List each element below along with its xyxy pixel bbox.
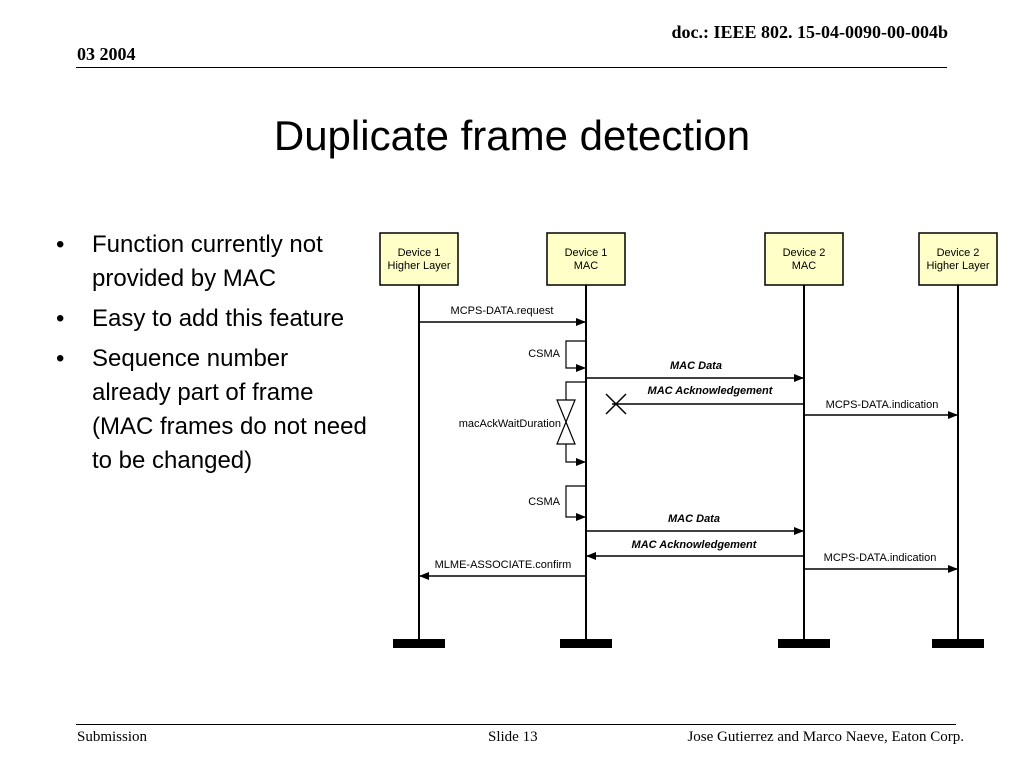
csma-loop-1: CSMA: [528, 340, 586, 372]
message-label: MAC Data: [668, 513, 720, 525]
bullet-marker: •: [56, 305, 65, 332]
message-label: CSMA: [528, 348, 560, 360]
entity-label-line1: Device 1: [565, 247, 608, 259]
lifeline-end-bar: [560, 639, 612, 648]
entity-device1-mac: Device 1 MAC: [546, 232, 626, 286]
message-mac-ack-1-lost: MAC Acknowledgement: [605, 385, 804, 415]
bullet-marker: •: [56, 345, 65, 372]
lifeline-end-bar: [778, 639, 830, 648]
footer-slide-number: Slide 13: [488, 729, 538, 745]
entity-device2-higher-layer: Device 2 Higher Layer: [918, 232, 998, 286]
bullet-item: • Function currently not provided by MAC: [52, 228, 372, 296]
message-mcps-data-indication-2: MCPS-DATA.indication: [804, 552, 958, 573]
entity-label-line2: Higher Layer: [388, 260, 451, 272]
bullet-text: Sequence number already part of frame (M…: [92, 345, 367, 474]
lost-message-x-icon: [605, 393, 627, 415]
footer-divider: [76, 724, 956, 725]
csma-loop-2: CSMA: [528, 485, 586, 521]
message-label: MAC Acknowledgement: [648, 385, 774, 397]
message-label: MAC Data: [670, 360, 722, 372]
message-mcps-data-request: MCPS-DATA.request: [419, 305, 586, 326]
entity-device1-higher-layer: Device 1 Higher Layer: [379, 232, 459, 286]
bullet-item: • Easy to add this feature: [52, 302, 372, 336]
message-label: MLME-ASSOCIATE.confirm: [435, 559, 572, 571]
message-label: MCPS-DATA.request: [451, 305, 554, 317]
entity-label-line1: Device 2: [937, 247, 980, 259]
bullet-list: • Function currently not provided by MAC…: [52, 228, 372, 484]
footer-authors: Jose Gutierrez and Marco Naeve, Eaton Co…: [687, 729, 964, 745]
entity-label-line2: MAC: [574, 260, 599, 272]
header-divider: [76, 67, 947, 68]
entity-label-line2: Higher Layer: [927, 260, 990, 272]
entity-label-line2: MAC: [792, 260, 817, 272]
footer-submission: Submission: [77, 729, 148, 745]
bullet-marker: •: [56, 231, 65, 258]
message-mac-ack-2: MAC Acknowledgement: [586, 539, 804, 560]
message-label: macAckWaitDuration: [459, 418, 561, 430]
document-date: 03 2004: [77, 44, 136, 64]
message-mac-data-2: MAC Data: [586, 513, 804, 535]
message-label: CSMA: [528, 496, 560, 508]
lifeline-end-bar: [393, 639, 445, 648]
entity-label-line1: Device 2: [783, 247, 826, 259]
message-mlme-associate-confirm: MLME-ASSOCIATE.confirm: [419, 559, 586, 580]
message-label: MAC Acknowledgement: [632, 539, 758, 551]
slide-title: Duplicate frame detection: [273, 112, 751, 159]
bullet-text: Easy to add this feature: [92, 305, 345, 332]
entity-device2-mac: Device 2 MAC: [764, 232, 844, 286]
bullet-text: Function currently not provided by MAC: [92, 231, 323, 292]
message-mcps-data-indication-1: MCPS-DATA.indication: [804, 399, 958, 419]
bullet-item: • Sequence number already part of frame …: [52, 342, 372, 478]
message-label: MCPS-DATA.indication: [824, 552, 937, 564]
ack-wait-timer: macAckWaitDuration: [459, 381, 586, 466]
message-mac-data-1: MAC Data: [586, 360, 804, 382]
entity-label-line1: Device 1: [398, 247, 441, 259]
timer-hourglass-icon: [556, 399, 576, 445]
document-id: doc.: IEEE 802. 15-04-0090-00-004b: [671, 22, 948, 42]
message-label: MCPS-DATA.indication: [826, 399, 939, 411]
lifeline-end-bar: [932, 639, 984, 648]
